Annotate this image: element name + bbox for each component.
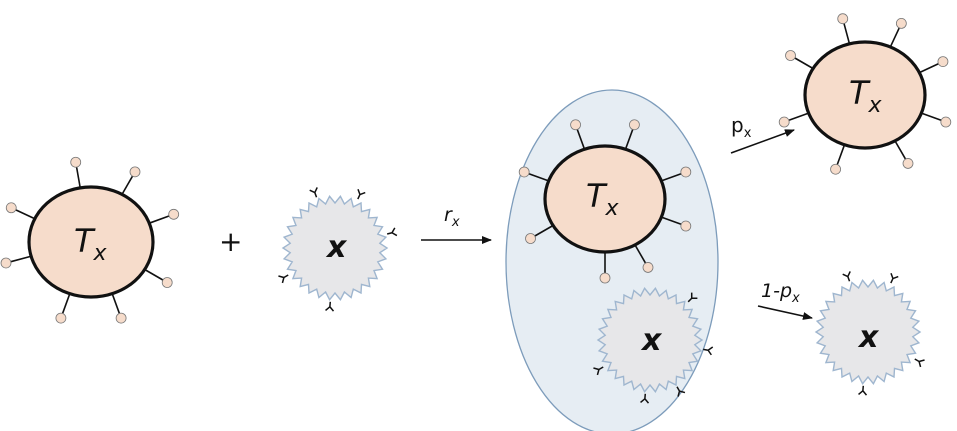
receptor-stalk	[15, 209, 36, 220]
t-cell-complex-label: Tx	[586, 177, 620, 221]
pathogen-reactant-label: x	[325, 230, 348, 265]
pathogen-body	[814, 279, 922, 385]
antigen-marker	[687, 292, 698, 303]
receptor-tip	[161, 277, 173, 288]
antigen-marker	[703, 346, 714, 356]
receptor-tip	[902, 158, 914, 169]
t-cell-product	[778, 13, 952, 175]
t-cell-product-label: Tx	[849, 74, 883, 118]
antigen-marker	[386, 227, 398, 237]
receptor-stalk	[921, 112, 942, 122]
antigen-marker	[890, 272, 899, 284]
escape-arrow	[757, 305, 813, 320]
receptor-tip	[570, 119, 581, 131]
receptor-tip	[115, 312, 127, 324]
t-cell-body	[543, 144, 667, 254]
receptor-tip	[599, 272, 611, 284]
receptor-stalk	[528, 172, 549, 182]
receptor-stalk	[894, 140, 907, 160]
receptor-tip	[629, 119, 640, 131]
receptor-tip	[168, 208, 180, 220]
t-cell-in-complex	[518, 119, 692, 284]
pathogen-body	[596, 287, 704, 393]
receptor-tip	[778, 116, 790, 128]
antigen-marker	[914, 358, 925, 368]
receptor-tip	[940, 116, 952, 128]
receptor-stalk	[661, 216, 682, 226]
escape-probability-label: 1-px	[761, 280, 800, 306]
pathogen-reactant	[278, 187, 398, 312]
pathogen-body	[281, 195, 389, 301]
receptor-tip	[55, 312, 67, 324]
binding-rate-label: rx	[444, 204, 460, 230]
antigen-marker	[309, 187, 318, 198]
complex-ellipse	[505, 89, 719, 431]
receptor-tip	[837, 13, 849, 25]
receptor-tip	[830, 163, 841, 175]
receptor-stalk	[75, 167, 82, 188]
receptor-tip	[0, 257, 12, 269]
receptor-stalk	[61, 293, 71, 314]
pathogen-product	[814, 271, 925, 396]
antigen-marker	[676, 386, 686, 397]
receptor-stalk	[889, 27, 900, 48]
t-cell-reactant	[0, 156, 180, 324]
receptor-stalk	[836, 144, 846, 165]
receptor-stalk	[121, 175, 134, 195]
receptor-tip	[785, 50, 796, 61]
receptor-stalk	[843, 23, 851, 45]
receptor-tip	[70, 156, 82, 168]
receptor-stalk	[10, 255, 32, 263]
receptor-stalk	[148, 215, 170, 224]
receptor-stalk	[576, 129, 586, 150]
pathogen-complex-label: x	[640, 323, 663, 358]
receptor-tip	[518, 166, 530, 178]
receptor-tip	[5, 202, 17, 214]
receptor-tip	[129, 166, 141, 178]
t-cell-body	[27, 185, 155, 299]
kill-arrow	[730, 129, 795, 154]
antigen-marker	[858, 385, 868, 396]
antigen-marker	[640, 393, 650, 404]
pathogen-product-label: x	[857, 320, 880, 355]
receptor-stalk	[624, 129, 634, 150]
receptor-stalk	[634, 244, 647, 264]
t-cell-body	[803, 40, 927, 150]
receptor-tip	[937, 56, 949, 68]
antigen-marker	[357, 188, 366, 200]
receptor-tip	[895, 18, 907, 29]
receptor-stalk	[661, 172, 682, 182]
plus-sign: +	[219, 225, 242, 258]
receptor-stalk	[919, 63, 939, 74]
antigen-marker	[278, 274, 289, 284]
receptor-stalk	[144, 268, 164, 281]
receptor-stalk	[794, 57, 814, 70]
receptor-tip	[680, 166, 692, 178]
antigen-marker	[593, 366, 604, 376]
t-cell-reactant-label: Tx	[74, 222, 108, 266]
pathogen-in-complex	[593, 287, 714, 404]
receptor-stalk	[111, 293, 121, 314]
antigen-marker	[325, 301, 335, 312]
receptor-tip	[680, 220, 692, 232]
receptor-tip	[642, 262, 654, 273]
antigen-marker	[842, 271, 851, 282]
receptor-stalk	[534, 224, 554, 237]
receptor-tip	[525, 233, 536, 244]
receptor-stalk	[788, 112, 809, 122]
kill-probability-label: px	[731, 113, 752, 141]
